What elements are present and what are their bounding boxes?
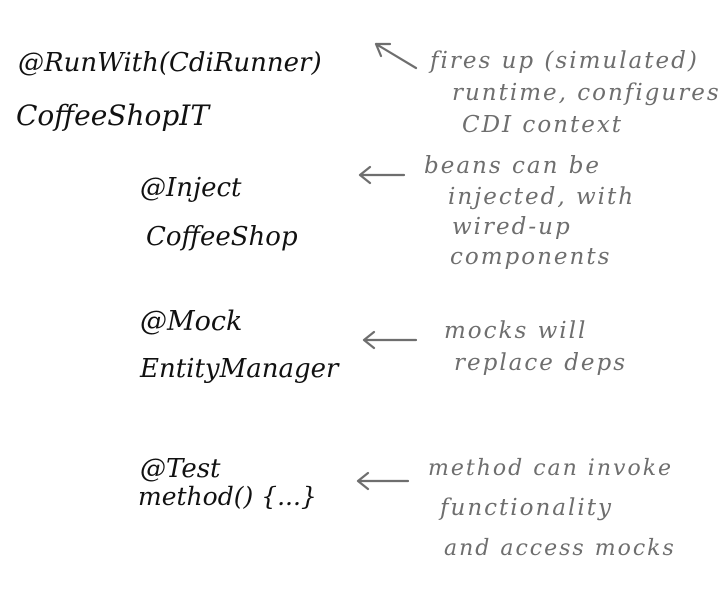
note-test-line-1: method can invoke: [428, 456, 674, 481]
code-test-class-name: CoffeeShopIT: [16, 99, 209, 132]
note-inject-line-4: components: [450, 244, 612, 270]
left-arrow-icon: [362, 330, 418, 350]
note-mock-line-1: mocks will: [444, 318, 588, 344]
left-arrow-icon: [358, 165, 406, 185]
code-test-annotation: @Test: [140, 454, 221, 484]
note-test-line-3: and access mocks: [444, 536, 676, 561]
note-runwith-line-2: runtime, configures: [452, 80, 720, 106]
note-mock-line-2: replace deps: [454, 350, 628, 376]
note-inject-line-1: beans can be: [424, 153, 602, 179]
code-mock-type: EntityManager: [140, 354, 339, 384]
left-arrow-icon: [356, 471, 410, 491]
code-inject-type: CoffeeShop: [146, 222, 298, 252]
left-arrow-icon: [374, 42, 418, 70]
note-inject-line-3: wired-up: [452, 214, 572, 240]
note-runwith-line-1: fires up (simulated): [430, 48, 699, 74]
code-inject-annotation: @Inject: [140, 173, 242, 203]
code-runwith-annotation: @RunWith(CdiRunner): [18, 48, 322, 78]
note-runwith-line-3: CDI context: [462, 112, 624, 138]
code-test-method: method() {...}: [138, 482, 317, 511]
code-mock-annotation: @Mock: [140, 306, 243, 337]
note-inject-line-2: injected, with: [448, 184, 636, 210]
note-test-line-2: functionality: [440, 495, 613, 521]
